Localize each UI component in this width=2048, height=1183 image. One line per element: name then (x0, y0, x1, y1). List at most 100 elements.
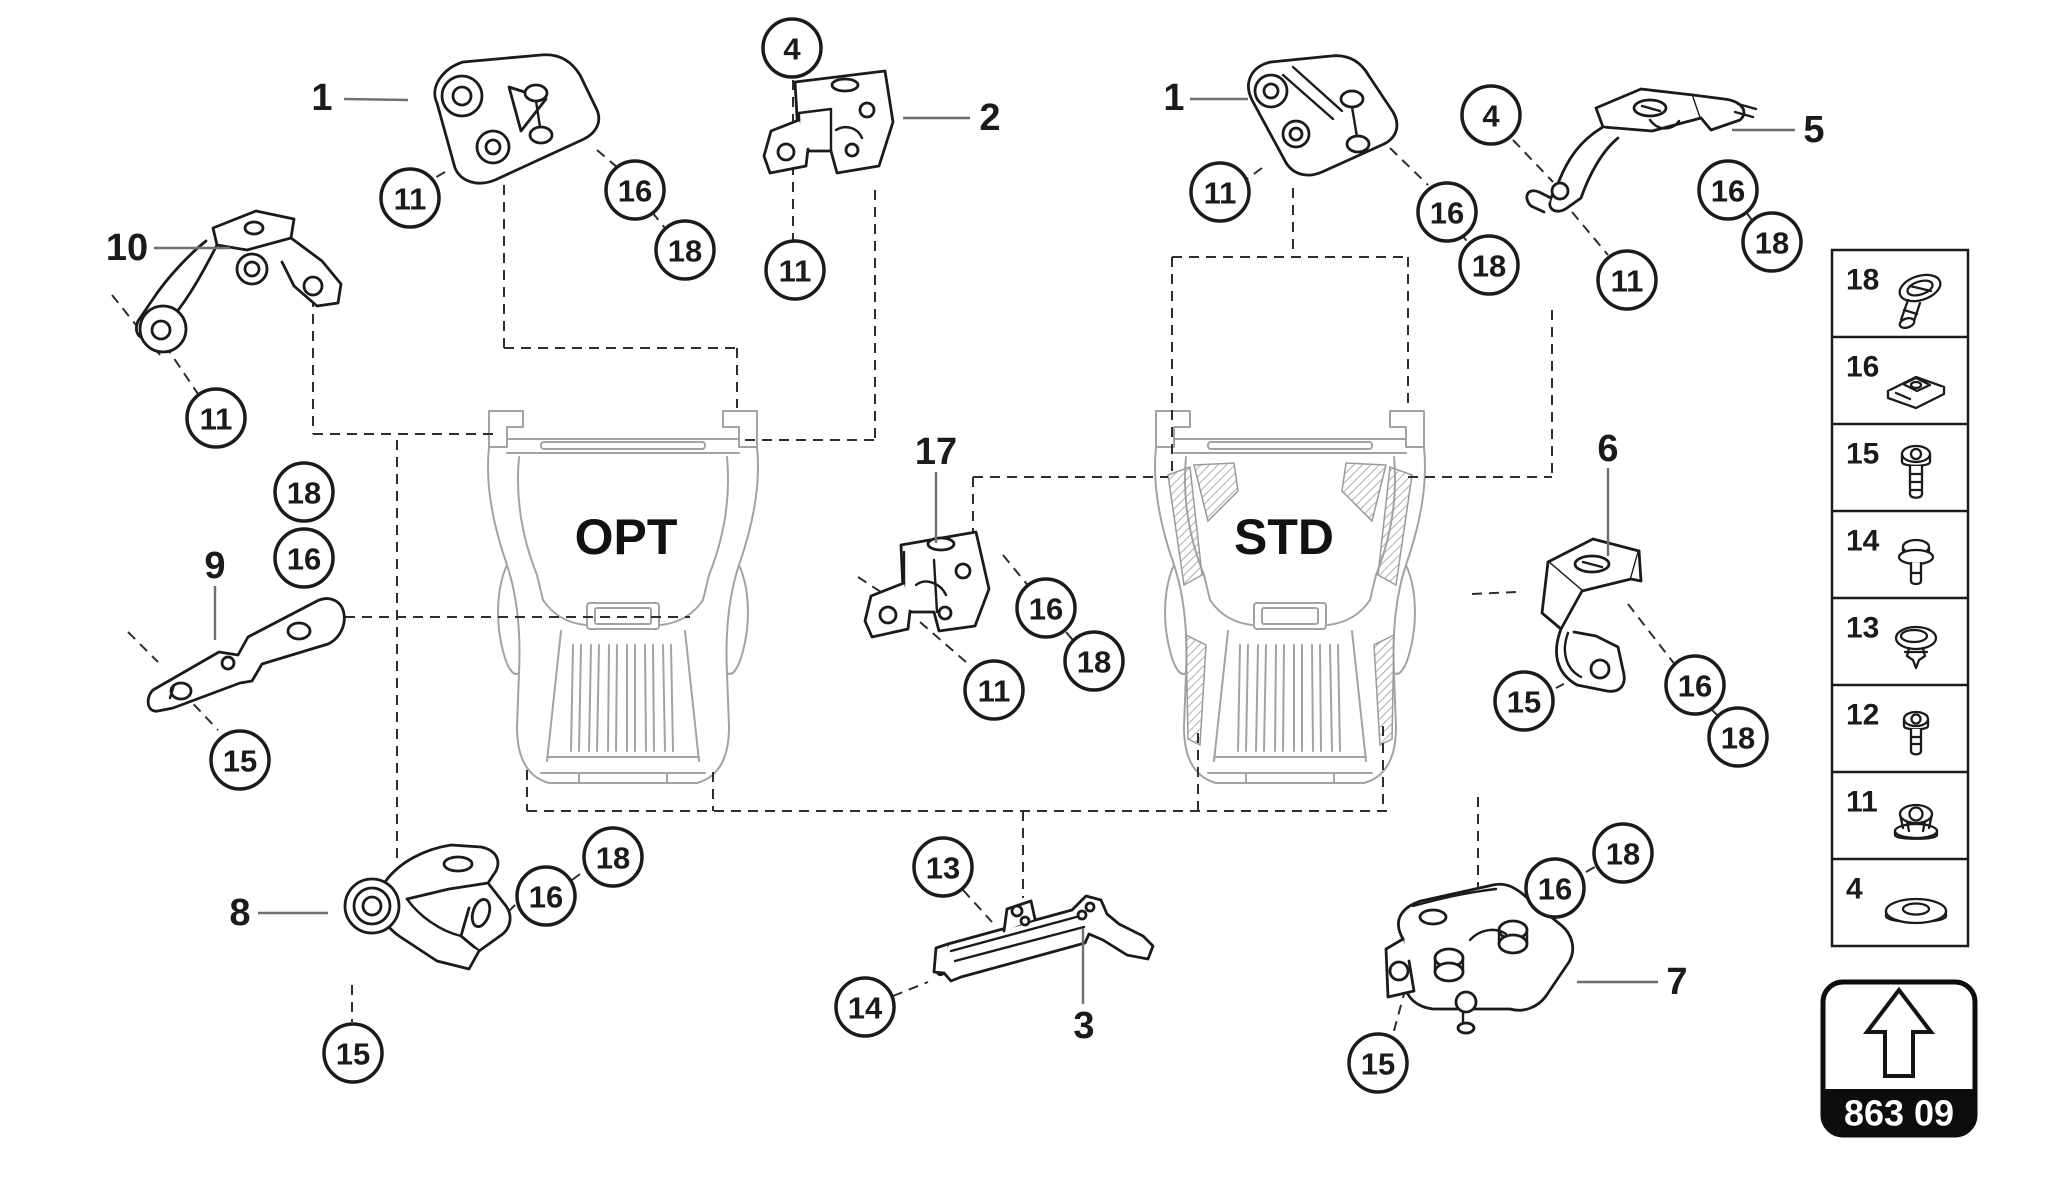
balloon-circle[interactable] (1697, 159, 1759, 221)
callout-balloon-15[interactable]: 15 (1347, 1032, 1409, 1094)
legend-row-18: 18 (1846, 264, 1945, 331)
callout-balloon-18[interactable]: 18 (582, 826, 644, 888)
balloon-circle[interactable] (209, 729, 271, 791)
balloon-circle[interactable] (379, 167, 441, 229)
balloon-circle[interactable] (273, 527, 335, 589)
legend-row-16: 16 (1846, 351, 1946, 410)
balloon-circle[interactable] (764, 239, 826, 301)
balloon-circle[interactable] (654, 219, 716, 281)
callout-balloon-16[interactable]: 16 (1416, 181, 1478, 243)
callout-balloon-4[interactable]: 4 (761, 17, 823, 79)
chassis-opt-drawing (486, 410, 760, 784)
washer-icon (1884, 897, 1948, 925)
callout-balloon-16[interactable]: 16 (1697, 159, 1759, 221)
balloon-circle[interactable] (1707, 706, 1769, 768)
bracket-part-17 (863, 530, 991, 639)
balloon-number: 18 (1606, 837, 1640, 872)
balloon-number: 15 (223, 744, 257, 779)
balloon-circle[interactable] (1460, 84, 1522, 146)
balloon-circle[interactable] (963, 659, 1025, 721)
callout-balloon-16[interactable]: 16 (1524, 857, 1586, 919)
callout-balloon-16[interactable]: 16 (515, 865, 577, 927)
balloon-number: 16 (1711, 174, 1745, 209)
balloon-circle[interactable] (1596, 249, 1658, 311)
balloon-number: 11 (1611, 264, 1644, 299)
legend-ref-number: 4 (1846, 873, 1863, 906)
callout-balloon-16[interactable]: 16 (273, 527, 335, 589)
balloon-circle[interactable] (185, 387, 247, 449)
balloon-circle[interactable] (515, 865, 577, 927)
balloon-number: 11 (779, 254, 812, 289)
balloon-circle[interactable] (273, 461, 335, 523)
balloon-circle[interactable] (1493, 670, 1555, 732)
balloon-circle[interactable] (1015, 577, 1077, 639)
legend-ref-number: 15 (1846, 438, 1879, 471)
variant-label-opt: OPT (575, 509, 678, 565)
balloon-number: 4 (1482, 99, 1500, 134)
balloon-circle[interactable] (1741, 211, 1803, 273)
balloon-number: 18 (1755, 226, 1789, 261)
callout-balloon-18[interactable]: 18 (1741, 211, 1803, 273)
callout-balloon-18[interactable]: 18 (1458, 234, 1520, 296)
balloon-number: 18 (668, 234, 702, 269)
balloon-circle[interactable] (322, 1022, 384, 1084)
balloon-number: 11 (394, 182, 427, 217)
callout-balloon-11[interactable]: 11 (185, 387, 247, 449)
callout-balloon-18[interactable]: 18 (1592, 822, 1654, 884)
callout-balloon-15[interactable]: 15 (209, 729, 271, 791)
balloon-circle[interactable] (1592, 822, 1654, 884)
callout-balloon-14[interactable]: 14 (834, 976, 896, 1038)
badge-code-band (1825, 1089, 1973, 1133)
callout-balloon-18[interactable]: 18 (1707, 706, 1769, 768)
bracket-part-1-left (433, 53, 601, 185)
leader-line-part-1 (343, 97, 409, 102)
balloon-circle[interactable] (1664, 654, 1726, 716)
balloon-circle[interactable] (1189, 161, 1251, 223)
up-arrow-icon (1862, 986, 1936, 1078)
callout-balloon-11[interactable]: 11 (764, 239, 826, 301)
balloon-circle[interactable] (1524, 857, 1586, 919)
balloon-circle[interactable] (834, 976, 896, 1038)
callout-balloon-18[interactable]: 18 (654, 219, 716, 281)
callout-balloon-11[interactable]: 11 (963, 659, 1025, 721)
balloon-circle[interactable] (1416, 181, 1478, 243)
balloon-number: 11 (978, 674, 1011, 709)
balloon-circle[interactable] (1063, 630, 1125, 692)
balloon-circle[interactable] (761, 17, 823, 79)
balloon-circle[interactable] (582, 826, 644, 888)
callout-balloon-16[interactable]: 16 (1015, 577, 1077, 639)
legend-row-13: 13 (1846, 612, 1938, 670)
callout-balloon-15[interactable]: 15 (322, 1022, 384, 1084)
callout-balloon-11[interactable]: 11 (379, 167, 441, 229)
balloon-number: 15 (336, 1037, 370, 1072)
legend-row-11: 11 (1846, 786, 1939, 840)
callout-balloon-11[interactable]: 11 (1596, 249, 1658, 311)
callout-balloon-16[interactable]: 16 (604, 159, 666, 221)
table-code-badge: 863 09 (1820, 979, 1978, 1138)
balloon-number: 11 (1204, 176, 1237, 211)
part-number-6: 6 (1597, 428, 1618, 470)
balloon-number: 16 (1538, 872, 1572, 907)
balloon-circle[interactable] (912, 836, 974, 898)
callout-balloon-11[interactable]: 11 (1189, 161, 1251, 223)
balloon-circle[interactable] (604, 159, 666, 221)
balloon-number: 14 (848, 991, 883, 1026)
balloon-number: 16 (1678, 669, 1712, 704)
callout-balloon-16[interactable]: 16 (1664, 654, 1726, 716)
callout-balloon-4[interactable]: 4 (1460, 84, 1522, 146)
balloon-circle[interactable] (1458, 234, 1520, 296)
part-number-9: 9 (204, 545, 225, 587)
callout-balloon-15[interactable]: 15 (1493, 670, 1555, 732)
callout-balloon-18[interactable]: 18 (273, 461, 335, 523)
legend-ref-number: 18 (1846, 264, 1879, 297)
part-number-5: 5 (1803, 109, 1824, 151)
balloon-circle[interactable] (1347, 1032, 1409, 1094)
balloon-number: 16 (287, 542, 321, 577)
balloon-number: 18 (1472, 249, 1506, 284)
callout-balloon-18[interactable]: 18 (1063, 630, 1125, 692)
callout-balloon-13[interactable]: 13 (912, 836, 974, 898)
